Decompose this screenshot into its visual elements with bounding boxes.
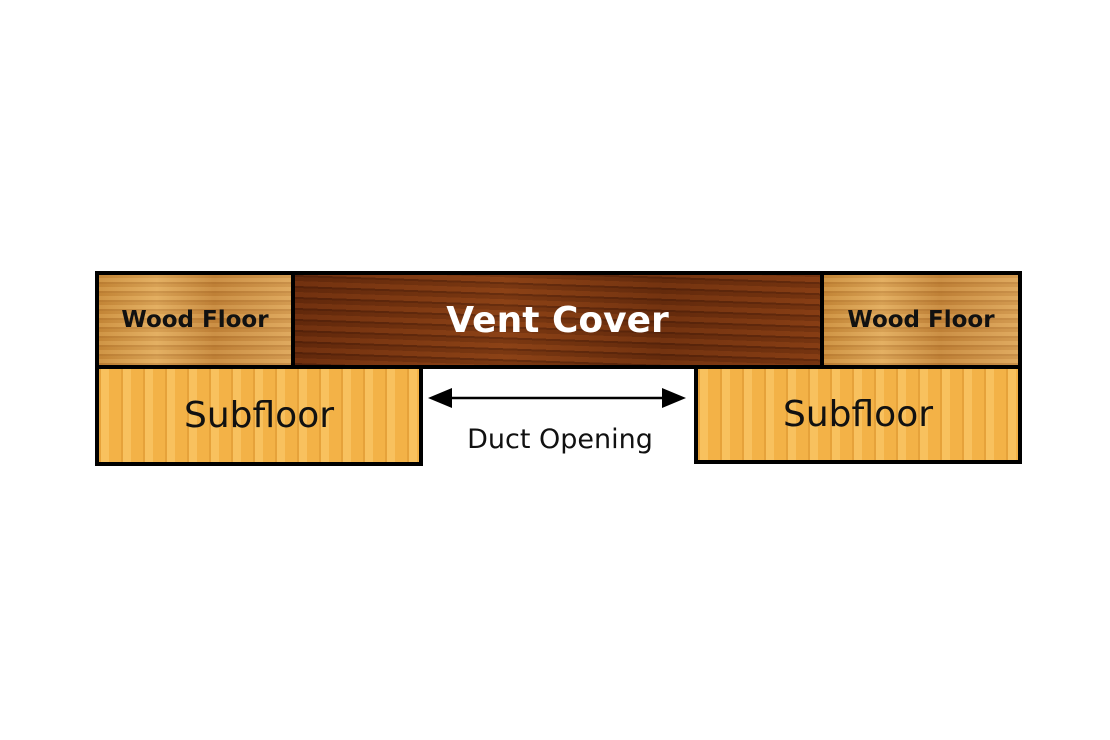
wood-floor-right-label: Wood Floor bbox=[847, 307, 995, 333]
vent-cover: Vent Cover bbox=[291, 271, 824, 369]
double-arrow-icon bbox=[428, 388, 686, 408]
duct-opening-label: Duct Opening bbox=[467, 424, 653, 455]
vent-cover-label: Vent Cover bbox=[446, 299, 669, 341]
wood-floor-right: Wood Floor bbox=[820, 271, 1022, 369]
wood-floor-left: Wood Floor bbox=[95, 271, 295, 369]
subfloor-left: Subfloor bbox=[95, 365, 423, 466]
wood-floor-left-label: Wood Floor bbox=[121, 307, 269, 333]
subfloor-right: Subfloor bbox=[694, 365, 1022, 464]
subfloor-right-label: Subfloor bbox=[782, 394, 934, 435]
subfloor-left-label: Subfloor bbox=[183, 395, 335, 436]
